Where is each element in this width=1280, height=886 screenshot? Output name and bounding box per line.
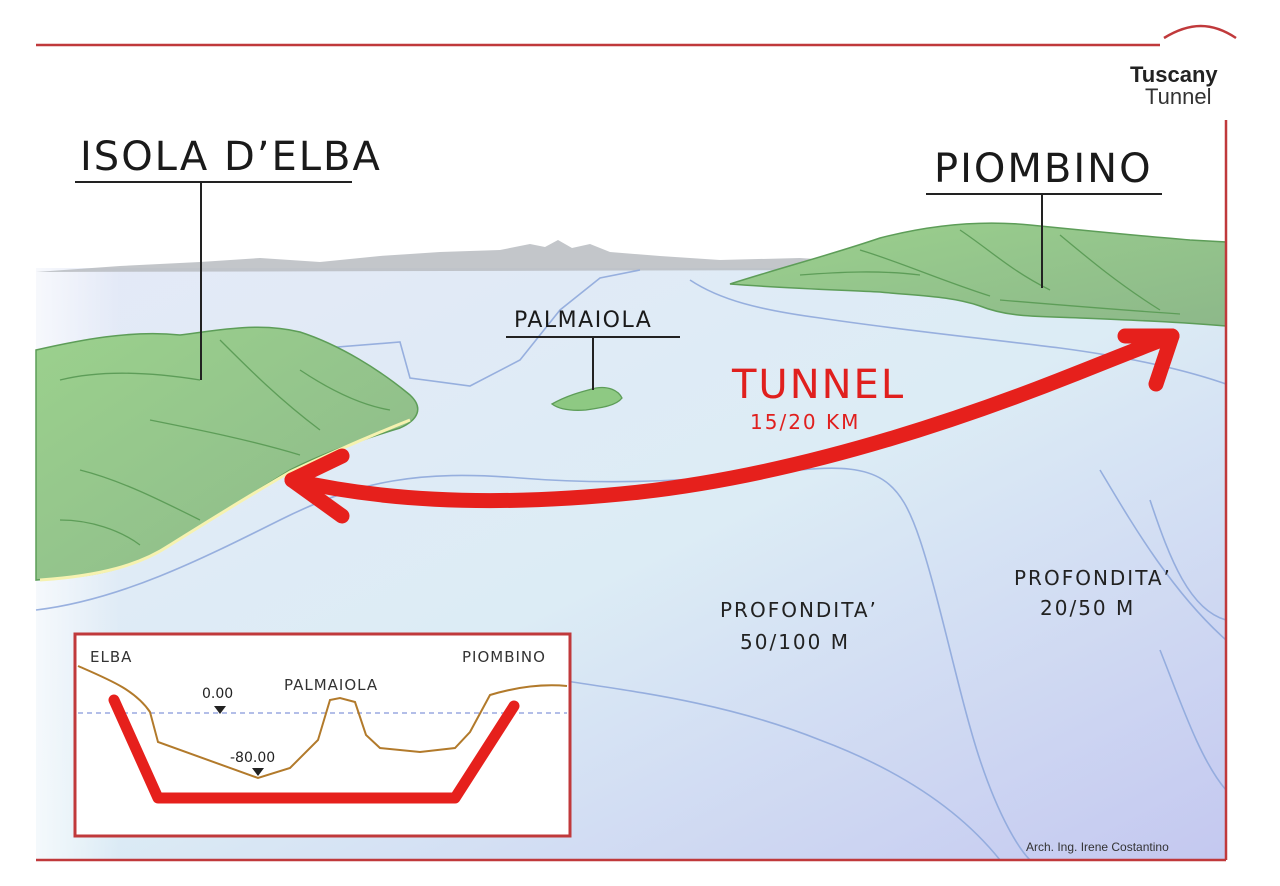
- logo-arc: [1163, 24, 1237, 40]
- distant-hills: [36, 240, 860, 272]
- author-credit: Arch. Ing. Irene Costantino: [1026, 840, 1169, 854]
- tunnel-arrow: [284, 328, 1180, 524]
- tunnel-length-label: 15/20 KM: [750, 410, 861, 434]
- inset-mid-label: PALMAIOLA: [284, 676, 379, 694]
- sea-level-marker-icon: [214, 706, 226, 714]
- logo-line1: Tuscany: [1130, 62, 1218, 87]
- logo-line2: Tunnel: [1145, 84, 1212, 109]
- piombino-ridges: [799, 229, 1181, 315]
- tunnel-arrowhead-left: [284, 448, 350, 524]
- inset-tunnel-profile: [108, 694, 520, 804]
- inset-right-label: PIOMBINO: [462, 648, 546, 666]
- elba-label: ISOLA D’ELBA: [80, 134, 382, 180]
- tunnel-route: [284, 328, 1180, 509]
- depth-a-value: 50/100 M: [740, 630, 850, 654]
- palmaiola-label: PALMAIOLA: [514, 308, 653, 333]
- depth-b-title: PROFONDITA’: [1014, 566, 1172, 590]
- depth-level-value: -80.00: [230, 750, 276, 766]
- piombino-label: PIOMBINO: [934, 146, 1153, 192]
- depth-a-title: PROFONDITA’: [720, 598, 878, 622]
- frame: [36, 24, 1237, 862]
- palmaiola-islet: [550, 386, 623, 411]
- depth-b-value: 20/50 M: [1040, 596, 1136, 620]
- sea-level-value: 0.00: [202, 686, 234, 702]
- depth-marker-icon: [252, 768, 264, 776]
- piombino-headland: [729, 222, 1227, 327]
- inset-seabed-profile: [77, 665, 568, 780]
- elba-ridges: [59, 339, 391, 546]
- leader-lines: [75, 181, 1162, 390]
- tunnel-label: TUNNEL: [732, 362, 906, 408]
- inset-left-label: ELBA: [90, 648, 133, 666]
- elba-shore-highlight: [39, 418, 411, 582]
- tunnel-arrowhead-right: [1117, 328, 1180, 392]
